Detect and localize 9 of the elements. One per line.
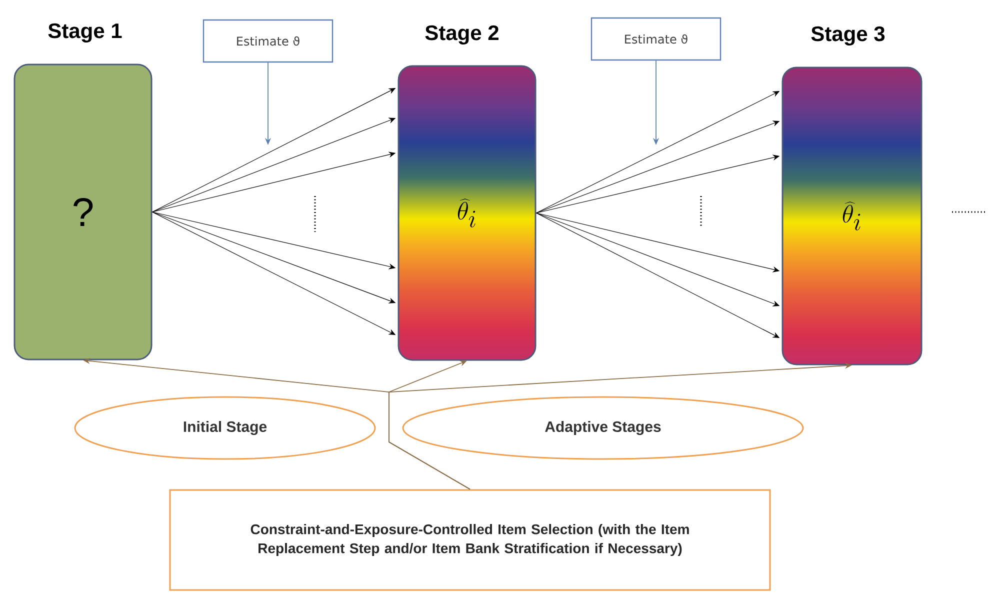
stage-box: $\widehat{\theta}_i$	[782, 66, 922, 366]
stage-heading: Stage 2	[425, 25, 498, 44]
stage-heading: Stage 3	[811, 26, 885, 46]
stage-box: $\widehat{\theta}_i$	[398, 65, 536, 361]
selection-box: Constraint-and-Exposure-Controlled Item Selection (with the Item Replacement Step and/or Item Bank Stratification if Necessary)	[169, 489, 771, 591]
estimate-box: Estimate ϑ	[202, 19, 334, 63]
stage-box: ?	[14, 64, 152, 360]
stage-heading: Stage 1	[48, 23, 122, 42]
estimate-box: Estimate ϑ	[590, 17, 722, 61]
